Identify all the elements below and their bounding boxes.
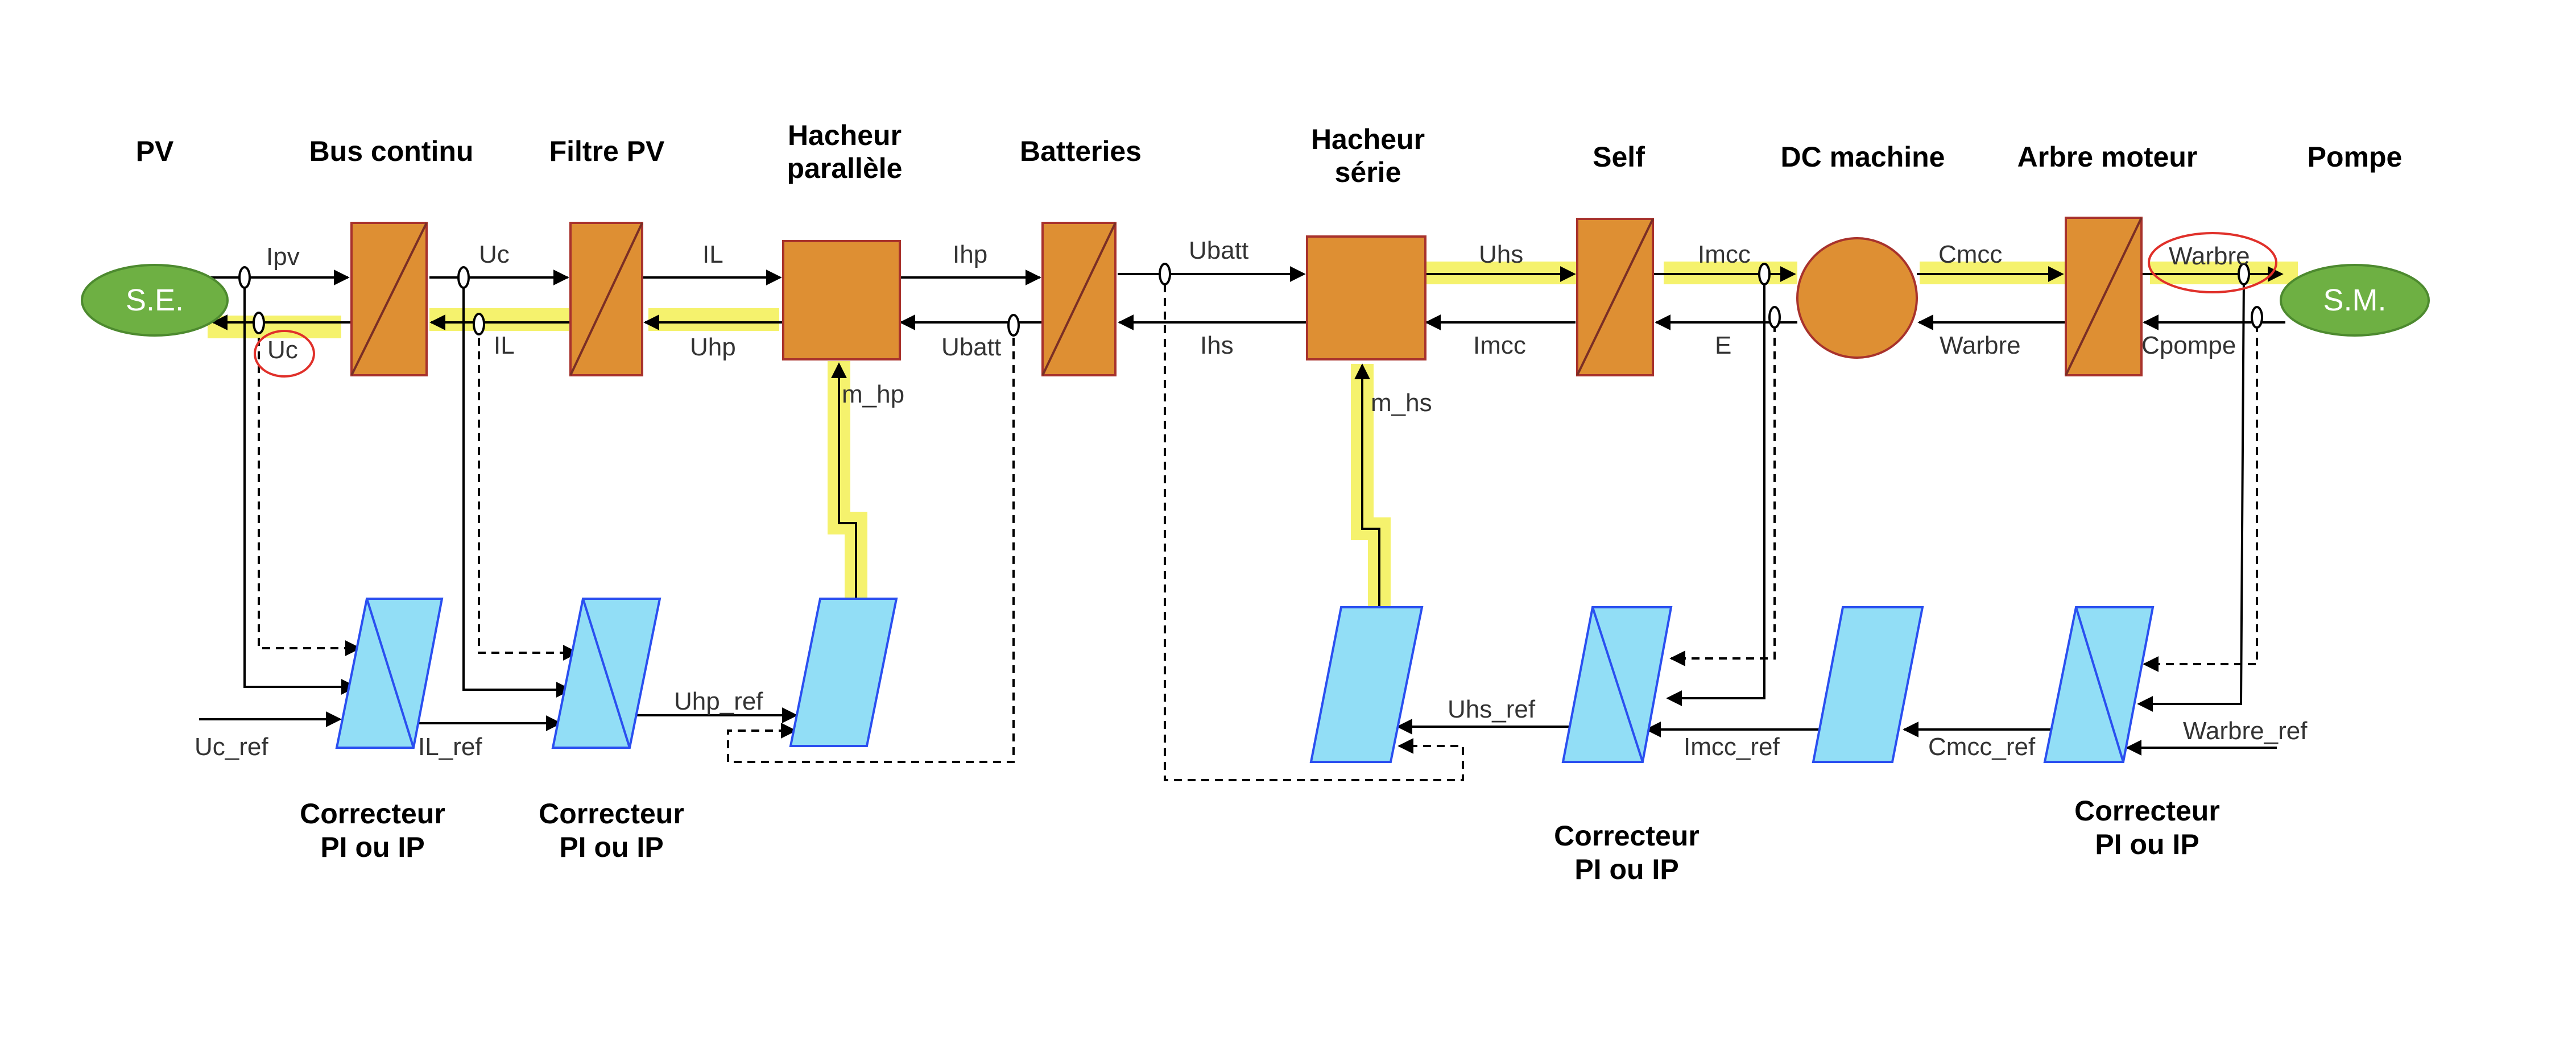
title-batteries: Batteries [1020,135,1142,167]
source-se: S.E. [81,264,229,337]
label-ubatt: Ubatt [1189,237,1248,264]
power-wires [210,266,2285,330]
title-arbre-moteur: Arbre moteur [2017,141,2198,173]
label-uc-feedback: Uc [267,336,298,364]
caption-correcteur-2-line2: PI ou IP [559,831,663,863]
highlight-paths [208,262,2298,611]
correcteur-captions: Correcteur PI ou IP Correcteur PI ou IP … [300,795,2220,885]
label-cmcc: Cmcc [1938,241,2002,268]
reference-labels: Uc_ref IL_ref Uhp_ref Uhs_ref Imcc_ref C… [195,687,2308,761]
correcteur-il [551,598,661,749]
caption-correcteur-1-line1: Correcteur [300,798,445,830]
label-warbre-top: Warbre [2169,242,2250,270]
block-bus-continu [350,222,428,376]
emphasis-circle-uc [254,330,315,378]
label-ihs: Ihs [1200,331,1234,359]
caption-correcteur-1-line2: PI ou IP [320,831,424,863]
label-il: IL [702,241,723,268]
label-imcc-top: Imcc [1698,241,1751,268]
label-cmcc-ref: Cmcc_ref [1928,733,2036,761]
control-wires [199,277,2277,781]
block-filtre-pv [569,222,643,376]
source-sm: S.M. [2280,264,2430,337]
correcteur-uc [335,598,444,749]
caption-correcteur-4-line1: Correcteur [2074,795,2220,827]
label-imcc-bottom: Imcc [1473,331,1526,359]
label-il-ref: IL_ref [418,733,482,761]
block-hacheur-serie [1306,235,1426,360]
emphasis-circle-warbre [2148,232,2277,293]
source-se-label: S.E. [126,283,184,317]
label-ubatt-feedback: Ubatt [941,333,1001,361]
caption-correcteur-4-line2: PI ou IP [2095,828,2199,860]
block-arbre-moteur [2065,217,2143,376]
label-warbre-ref: Warbre_ref [2183,717,2308,745]
title-hacheur-parallele-1: Hacheur [788,119,902,151]
block-dc-machine [1796,237,1918,359]
title-hacheur-parallele-2: parallèle [787,152,903,184]
controleur-cmcc [1812,606,1924,763]
block-self [1576,218,1654,376]
controleur-uhp [789,598,898,747]
title-self: Self [1593,141,1645,173]
title-pompe: Pompe [2308,141,2403,173]
label-ihp: Ihp [953,241,987,268]
block-hacheur-parallele [782,240,901,360]
caption-correcteur-3-line2: PI ou IP [1574,853,1678,885]
label-ipv: Ipv [266,243,300,271]
correcteur-imcc [1561,606,1673,763]
label-imcc-ref: Imcc_ref [1684,733,1780,761]
label-il-feedback: IL [494,331,515,359]
title-hacheur-serie-1: Hacheur [1311,123,1425,155]
label-uhs: Uhs [1479,241,1523,268]
label-uc-ref: Uc_ref [195,733,268,761]
label-uhp-ref: Uhp_ref [674,687,763,715]
signal-labels: Ipv Uc Uc IL IL Uhp Ihp m_hp Ubatt Ubatt… [266,237,2250,417]
title-filtre-pv: Filtre PV [549,135,665,167]
label-uhp: Uhp [690,333,736,361]
label-m-hs: m_hs [1371,389,1432,417]
label-uc: Uc [479,241,510,268]
label-cpompe: Cpompe [2141,331,2236,359]
title-dc-machine: DC machine [1781,141,1945,173]
title-pv: PV [136,135,174,167]
label-m-hp: m_hp [842,380,904,408]
title-bus-continu: Bus continu [309,135,474,167]
title-hacheur-serie-2: série [1335,156,1401,188]
source-sm-label: S.M. [2323,283,2386,317]
caption-correcteur-2-line1: Correcteur [539,798,684,830]
label-e: E [1715,331,1731,359]
label-uhs-ref: Uhs_ref [1448,695,1536,723]
block-titles: PV Bus continu Filtre PV Hacheur parallè… [136,119,2403,188]
caption-correcteur-3-line1: Correcteur [1554,820,1700,852]
controleur-uhs [1309,606,1424,763]
block-batteries [1041,222,1117,376]
sensor-symbols [238,263,2263,337]
correcteur-warbre [2043,606,2155,763]
label-warbre-bottom: Warbre [1940,331,2021,359]
